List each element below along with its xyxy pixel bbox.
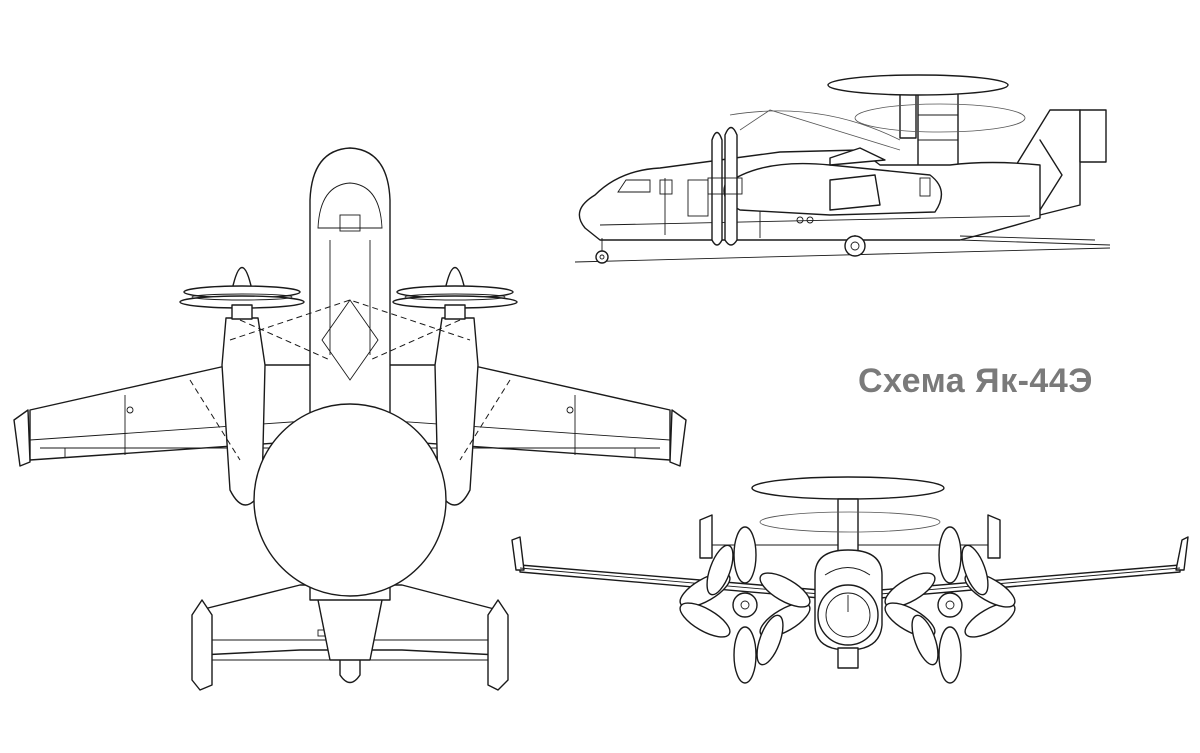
cabin-window xyxy=(659,179,673,195)
right-propeller-plan xyxy=(392,267,518,320)
left-propeller-plan xyxy=(179,267,305,320)
ground-line xyxy=(574,247,1111,263)
landing-gear-side xyxy=(595,235,866,264)
cockpit-window xyxy=(617,179,651,193)
propellers-side xyxy=(707,126,743,246)
rotodome-front xyxy=(751,476,945,500)
scheme-title: Схема Як-44Э xyxy=(858,362,1093,400)
cabin-door xyxy=(687,179,709,217)
rotodome-pylon xyxy=(917,87,959,171)
rotodome-side xyxy=(827,74,1009,96)
front-view xyxy=(511,476,1189,684)
right-propeller-front xyxy=(884,526,1016,684)
top-view xyxy=(13,147,687,691)
strut-lines xyxy=(189,299,511,461)
rotodome-plan xyxy=(253,403,447,597)
fuselage-front xyxy=(814,549,883,669)
engine-nacelles xyxy=(221,317,479,506)
side-view xyxy=(574,74,1111,264)
left-propeller-front xyxy=(679,526,811,684)
